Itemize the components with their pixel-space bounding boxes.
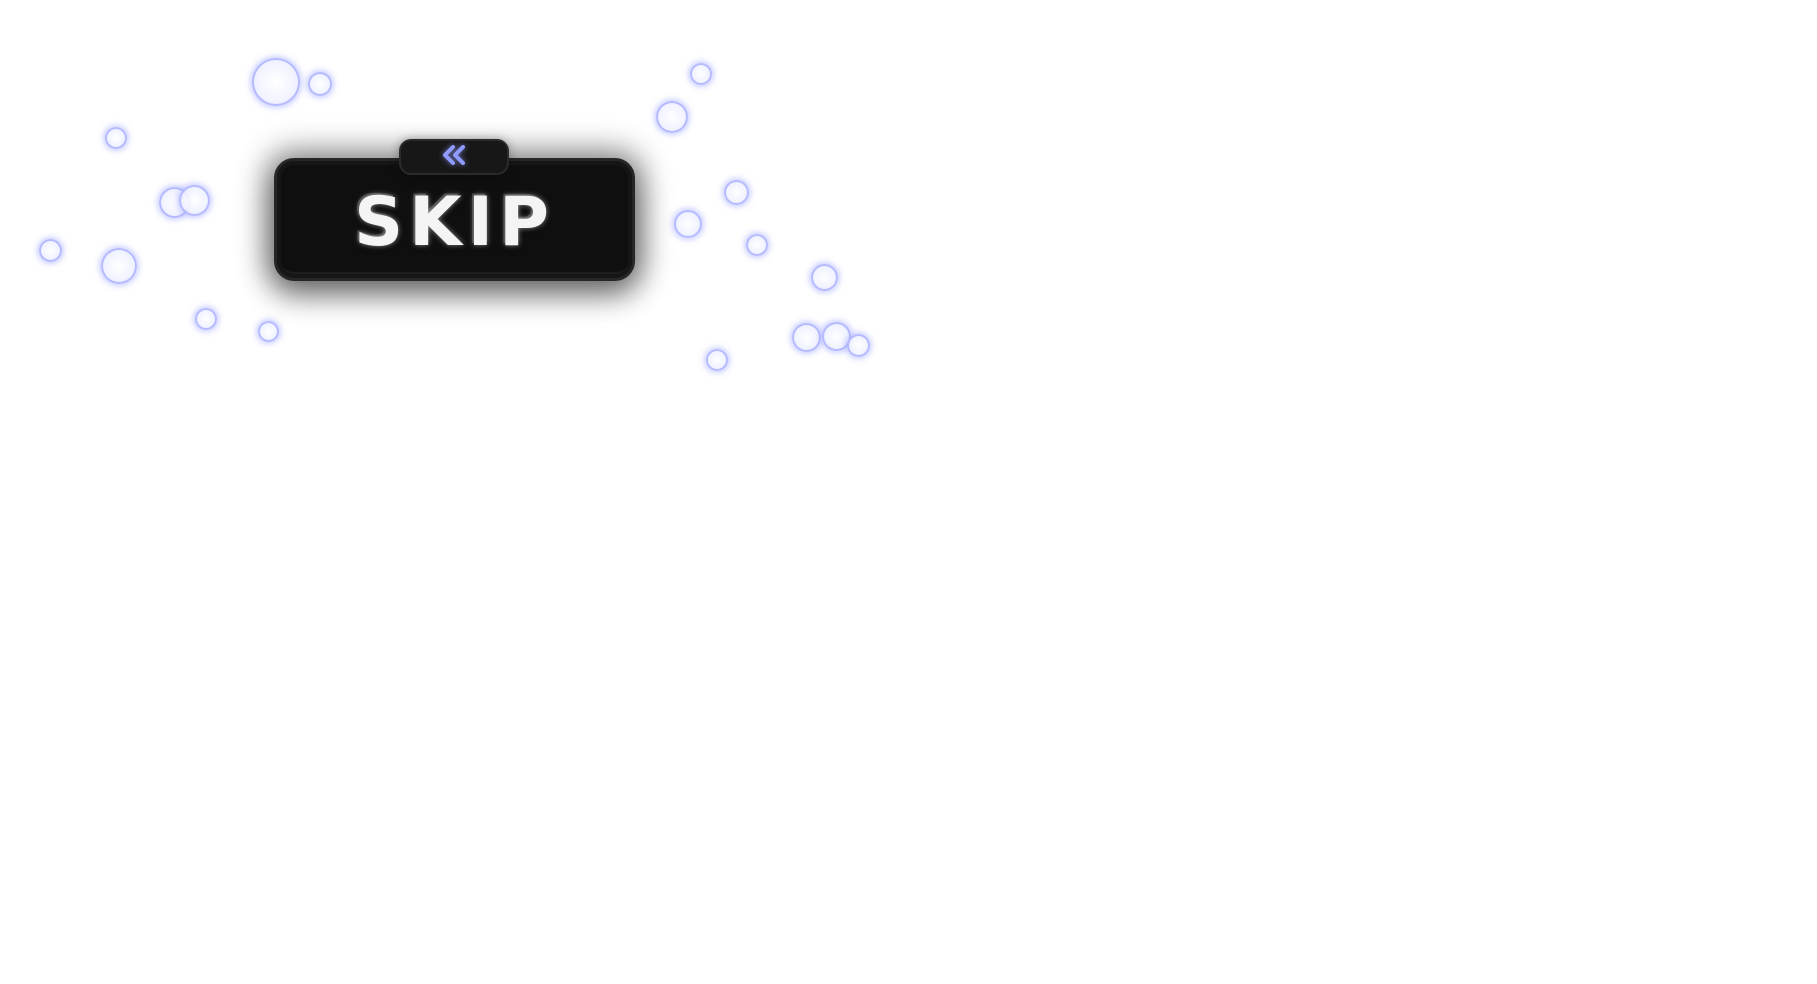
bubble-decoration: [101, 248, 137, 284]
skip-tab[interactable]: [399, 139, 509, 175]
double-chevron-left-icon: [440, 144, 468, 170]
bubble-decoration: [252, 58, 300, 106]
bubble-decoration: [674, 210, 702, 238]
bubble-decoration: [792, 323, 821, 352]
bubble-decoration: [195, 308, 217, 330]
bubble-decoration: [822, 322, 851, 351]
bubble-decoration: [746, 234, 768, 256]
bubble-decoration: [724, 180, 749, 205]
bubble-decoration: [811, 264, 838, 291]
bubble-decoration: [308, 72, 332, 96]
bubble-decoration: [258, 321, 279, 342]
skip-control: SKIP: [274, 139, 635, 283]
bubble-decoration: [39, 239, 62, 262]
bubble-decoration: [105, 127, 127, 149]
bubble-decoration: [690, 63, 712, 85]
bubble-decoration: [706, 349, 728, 371]
bubble-decoration: [656, 101, 688, 133]
skip-button[interactable]: SKIP: [274, 158, 635, 281]
bubble-decoration: [847, 334, 870, 357]
skip-button-label: SKIP: [354, 182, 555, 262]
bubble-decoration: [179, 185, 210, 216]
